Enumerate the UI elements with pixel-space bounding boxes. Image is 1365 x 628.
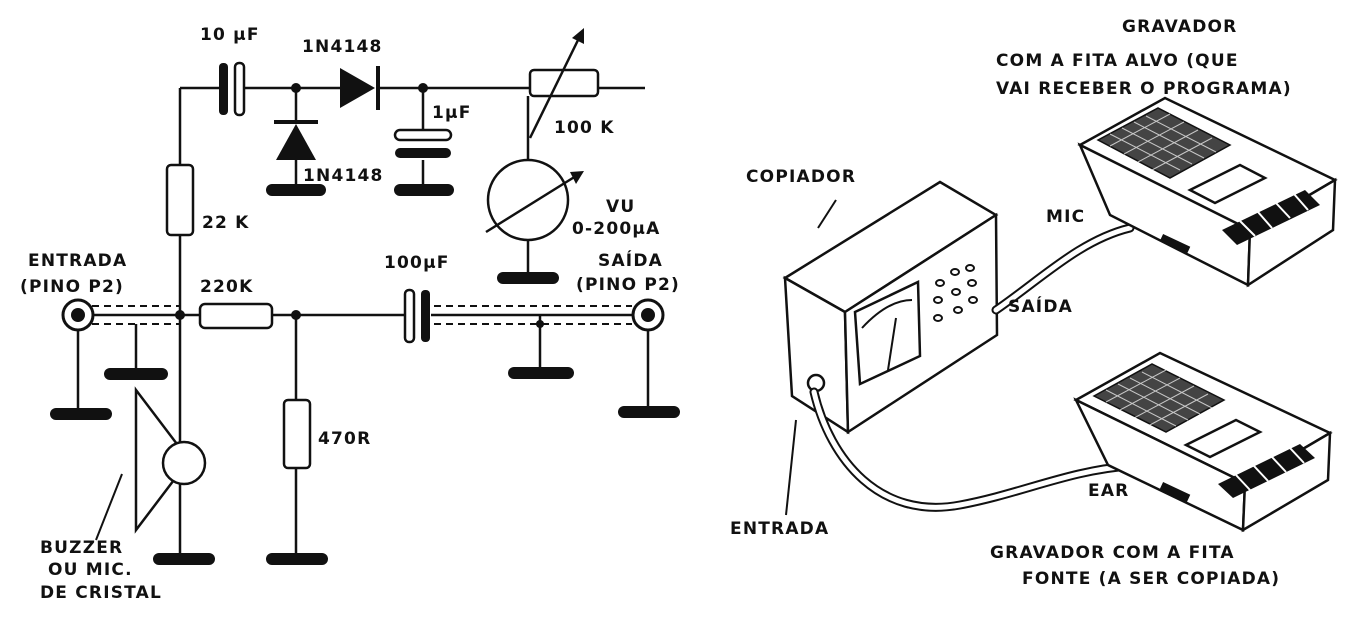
source-cassette-recorder-icon	[1073, 351, 1333, 533]
r-load-label: 470R	[318, 429, 371, 449]
meter-needle	[887, 317, 897, 371]
source-recorder-label-line2: FONTE (A SER COPIADA)	[1022, 569, 1280, 589]
junction-dot	[536, 320, 544, 328]
vu-meter	[485, 158, 584, 242]
target-recorder-label-line3: VAI RECEBER O PROGRAMA)	[996, 79, 1292, 99]
copier-box	[782, 180, 999, 435]
ear-label: EAR	[1088, 481, 1129, 501]
output-label-line1: SAÍDA	[598, 249, 663, 271]
potentiometer-100k	[528, 28, 600, 139]
shield-line	[434, 305, 632, 325]
resistor-22k	[165, 163, 195, 237]
ground-symbol	[508, 367, 574, 379]
d-shunt-label: 1N4148	[303, 166, 384, 186]
saida-label: SAÍDA	[1008, 295, 1073, 317]
input-label-line2: (PINO P2)	[20, 277, 124, 297]
meter-window	[853, 280, 922, 386]
buzzer-label-line3: DE CRISTAL	[40, 583, 162, 603]
r-series-label: 220K	[200, 277, 253, 297]
ground-symbol	[497, 272, 559, 284]
ground-symbol	[153, 553, 215, 565]
meter-needle-arc	[861, 299, 913, 329]
ground-symbol	[104, 368, 168, 380]
speaker-grille	[933, 264, 978, 322]
cable-to-mic-inner	[993, 225, 1133, 313]
target-recorder-label-line1: GRAVADOR	[1122, 17, 1237, 37]
copier-pointer	[817, 199, 837, 229]
r-bias-label: 22 K	[202, 213, 250, 233]
c-output-label: 100µF	[384, 253, 450, 273]
resistor-470r	[282, 398, 312, 470]
c-filter-label: 1µF	[432, 103, 472, 123]
capacitor-10uf	[219, 61, 246, 117]
buzzer-pointer	[95, 473, 123, 541]
buzzer-icon	[134, 386, 207, 534]
output-label-line2: (PINO P2)	[576, 275, 680, 295]
ground-symbol	[266, 184, 326, 196]
d-series-label: 1N4148	[302, 37, 383, 57]
c-input-label: 10 µF	[200, 25, 260, 45]
source-recorder-label-line1: GRAVADOR COM A FITA	[990, 543, 1235, 563]
resistor-220k	[198, 302, 274, 330]
output-jack	[618, 298, 680, 418]
pot-label: 100 K	[554, 118, 615, 138]
junction-dot	[175, 310, 185, 320]
input-label-line1: ENTRADA	[28, 251, 127, 271]
buzzer-label-line2: OU MIC.	[48, 560, 133, 580]
meter-name: VU	[606, 197, 635, 217]
copier-label: COPIADOR	[746, 167, 856, 187]
ground-symbol	[266, 553, 328, 565]
buzzer-label-line1: BUZZER	[40, 538, 123, 558]
ground-symbol	[394, 184, 454, 196]
entrada-pointer	[785, 419, 797, 516]
mic-label: MIC	[1046, 207, 1085, 227]
input-jack	[50, 298, 112, 420]
illustration: COPIADOR ENTRADA SAÍDA MIC EAR	[730, 17, 1338, 589]
entrada-label: ENTRADA	[730, 519, 829, 539]
cable-to-ear-inner	[811, 389, 1133, 510]
target-recorder-label-line2: COM A FITA ALVO (QUE	[996, 51, 1239, 71]
capacitor-1uf	[393, 128, 453, 158]
schematic: 10 µF 1N4148 1N4148 1µF	[20, 25, 680, 603]
shield-line	[92, 305, 180, 325]
target-cassette-recorder-icon	[1077, 96, 1338, 288]
diode-shunt	[274, 120, 318, 160]
meter-range: 0-200µA	[572, 219, 660, 239]
diode-series	[340, 66, 380, 110]
capacitor-100uf	[403, 288, 430, 344]
